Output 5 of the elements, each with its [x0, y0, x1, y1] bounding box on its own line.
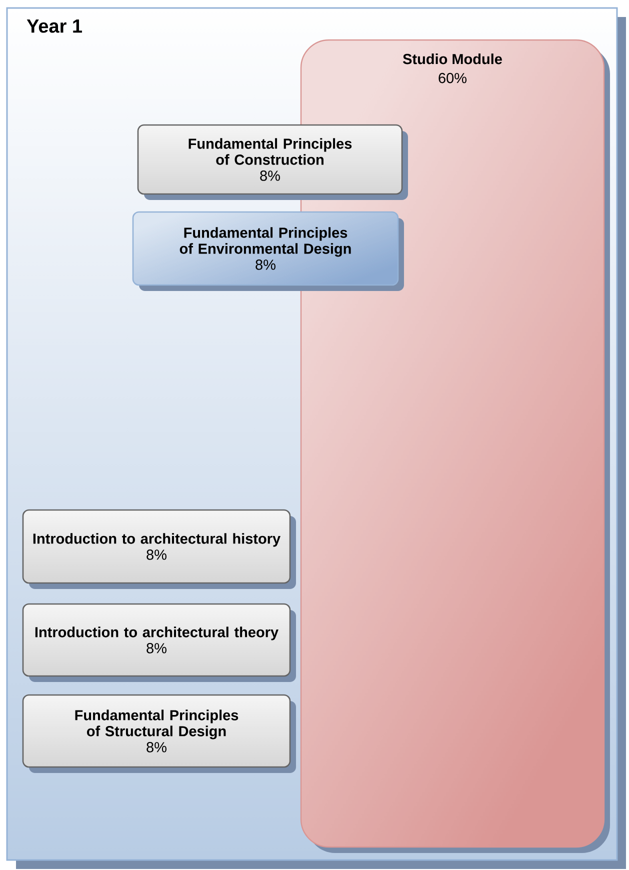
module-box: Fundamental Principles of Structural Design 8%: [22, 694, 291, 768]
module-box: Fundamental Principles of Environmental Design 8%: [132, 211, 399, 286]
module-box: Introduction to architectural theory 8%: [22, 603, 291, 677]
module-box: Introduction to architectural history 8%: [22, 509, 291, 584]
module-box: Fundamental Principles of Construction 8%: [137, 124, 403, 195]
